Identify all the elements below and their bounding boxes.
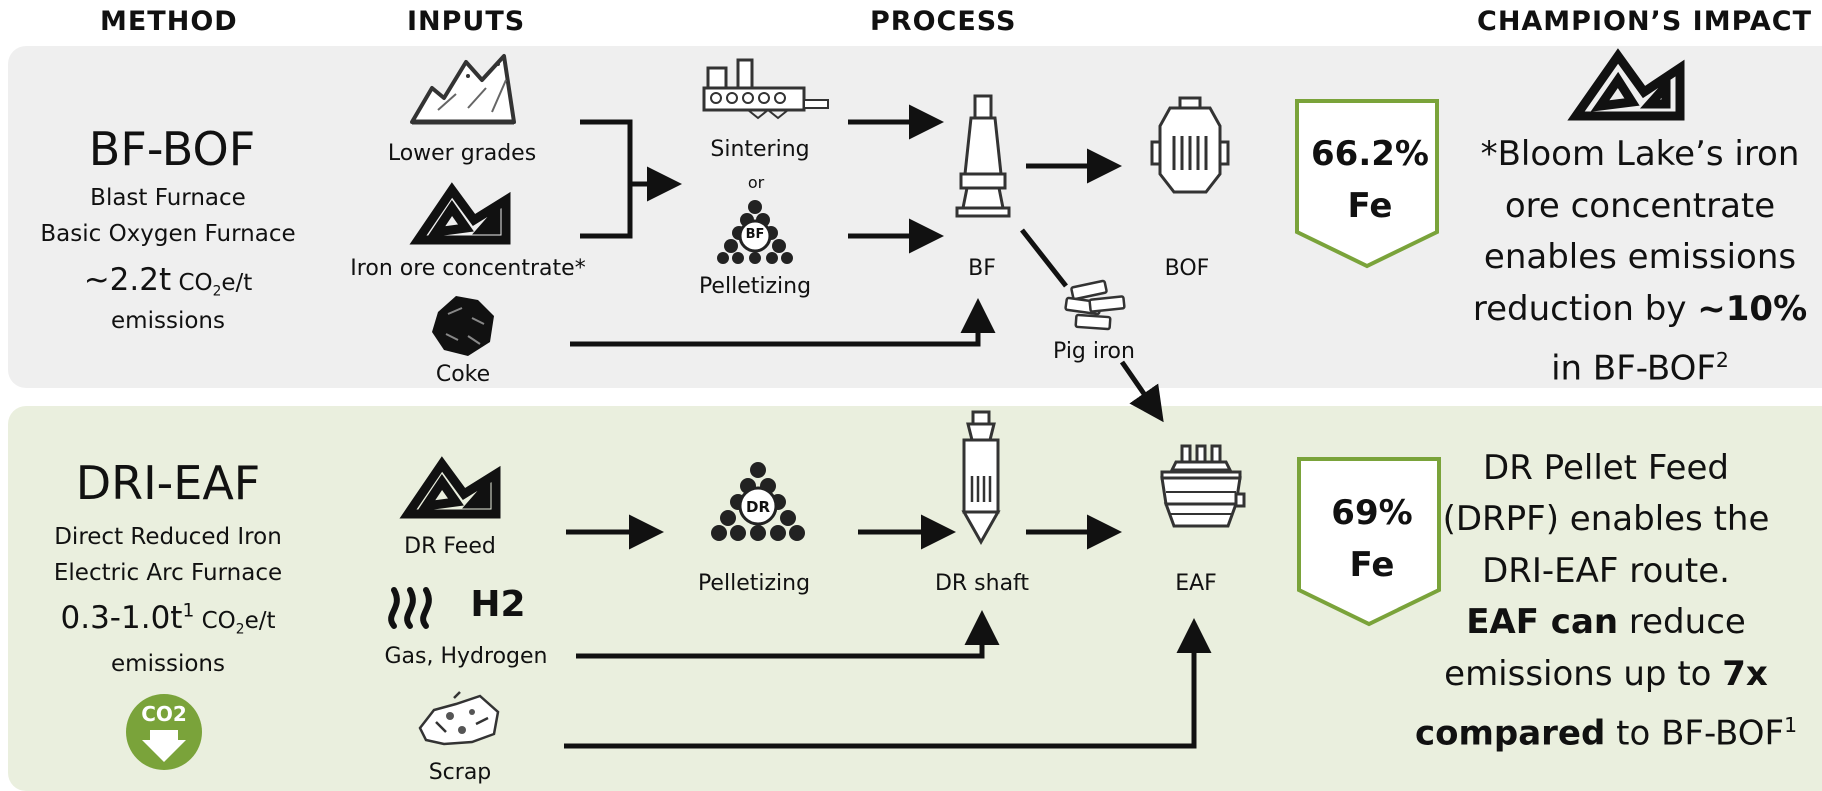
- gas-heat-icon: [388, 587, 432, 629]
- champion-logo-icon: [1567, 48, 1685, 121]
- dri-eaf-impact-line3: DRI-EAF route.: [1482, 551, 1730, 591]
- sintering-label: Sintering: [710, 137, 810, 162]
- dr-feed-icon: [399, 456, 501, 519]
- blast-furnace-icon: [955, 94, 1011, 218]
- header-method: METHOD: [100, 6, 238, 37]
- dri-eaf-fe-unit: Fe: [1349, 545, 1395, 585]
- bf-pelletizing-label: Pelletizing: [698, 274, 812, 299]
- bf-pellet-mark: BF: [745, 227, 765, 242]
- pig-iron-label: Pig iron: [1053, 339, 1135, 364]
- bf-bof-emission: ~2.2t CO2e/t: [84, 262, 253, 300]
- dri-eaf-impact-line2: (DRPF) enables the: [1442, 499, 1770, 539]
- bof-converter-icon: [1150, 96, 1230, 194]
- gas-hydrogen-label: Gas, Hydrogen: [384, 644, 548, 669]
- dr-feed-label: DR Feed: [404, 534, 496, 559]
- bf-bof-emission-value: ~2.2t: [83, 262, 172, 298]
- dri-eaf-title: DRI-EAF: [75, 456, 261, 510]
- bf-bof-fe-unit: Fe: [1347, 186, 1393, 226]
- co2-badge-text: CO2: [141, 702, 187, 726]
- bf-bof-impact-line2: ore concentrate: [1504, 186, 1776, 226]
- or-label: or: [747, 173, 765, 192]
- scrap-label: Scrap: [428, 760, 492, 785]
- dr-pellet-mark: DR: [745, 498, 771, 516]
- bf-bof-impact-line4: reduction by ~10%: [1472, 289, 1808, 329]
- coke-label: Coke: [435, 362, 491, 387]
- bof-label: BOF: [1164, 256, 1210, 281]
- bf-bof-line1: Blast Furnace: [90, 185, 246, 211]
- sintering-machine-icon: [702, 58, 829, 120]
- bf-label: BF: [968, 256, 996, 281]
- dri-eaf-emission-word: emissions: [111, 651, 225, 677]
- concentrate-label: Iron ore concentrate*: [350, 256, 586, 281]
- eaf-furnace-icon: [1160, 444, 1246, 528]
- eaf-label: EAF: [1175, 571, 1217, 596]
- lower-grades-label: Lower grades: [387, 141, 537, 166]
- header-process: PROCESS: [870, 6, 1017, 37]
- dri-eaf-emission: 0.3-1.0t1 CO2e/t: [61, 600, 276, 638]
- bf-bof-impact-line5: in BF-BOF2: [1551, 348, 1729, 389]
- coke-icon: [432, 296, 494, 356]
- bf-bof-emission-word: emissions: [111, 308, 225, 334]
- bf-bof-impact-line1: *Bloom Lake’s iron: [1480, 134, 1800, 174]
- bf-bof-fe-badge: [1295, 99, 1439, 269]
- pig-iron-icon: [1064, 279, 1126, 331]
- co2-reduction-icon: [126, 694, 202, 770]
- dri-eaf-impact-line4: EAF can reduce: [1466, 602, 1746, 642]
- dr-pellet-pile-icon: [711, 462, 805, 541]
- h2-label: H2: [470, 584, 526, 625]
- dr-pelletizing-label: Pelletizing: [697, 571, 811, 596]
- header-inputs: INPUTS: [407, 6, 526, 37]
- bf-bof-impact-reduction: ~10%: [1697, 289, 1808, 329]
- dri-eaf-emission-unit: CO2e/t: [201, 608, 276, 638]
- bf-pellet-pile-icon: [717, 200, 793, 264]
- bf-bof-fe-value: 66.2%: [1311, 134, 1429, 174]
- bf-bof-emission-unit: CO2e/t: [178, 270, 253, 300]
- header-impact: CHAMPION’S IMPACT: [1477, 6, 1813, 37]
- dri-eaf-impact-line5: emissions up to 7x: [1444, 654, 1768, 694]
- dri-eaf-line2: Electric Arc Furnace: [53, 560, 283, 586]
- dri-eaf-emission-value: 0.3-1.0t1: [60, 600, 195, 636]
- dri-eaf-fe-value: 69%: [1331, 493, 1413, 533]
- dri-eaf-line1: Direct Reduced Iron: [54, 524, 282, 550]
- dri-eaf-impact-line6: compared to BF-BOF1: [1414, 713, 1798, 754]
- bf-bof-line2: Basic Oxygen Furnace: [40, 221, 296, 247]
- bf-bof-title: BF-BOF: [88, 122, 256, 176]
- dri-eaf-impact-line1: DR Pellet Feed: [1483, 448, 1729, 488]
- dri-eaf-fe-badge: [1297, 457, 1441, 627]
- bf-bof-impact-line3: enables emissions: [1483, 237, 1797, 277]
- scrap-metal-icon: [418, 691, 500, 746]
- dr-shaft-icon: [961, 410, 1001, 546]
- iron-ore-concentrate-icon: [409, 182, 511, 245]
- dr-shaft-label: DR shaft: [934, 571, 1030, 596]
- lower-grades-ore-icon: [410, 54, 516, 125]
